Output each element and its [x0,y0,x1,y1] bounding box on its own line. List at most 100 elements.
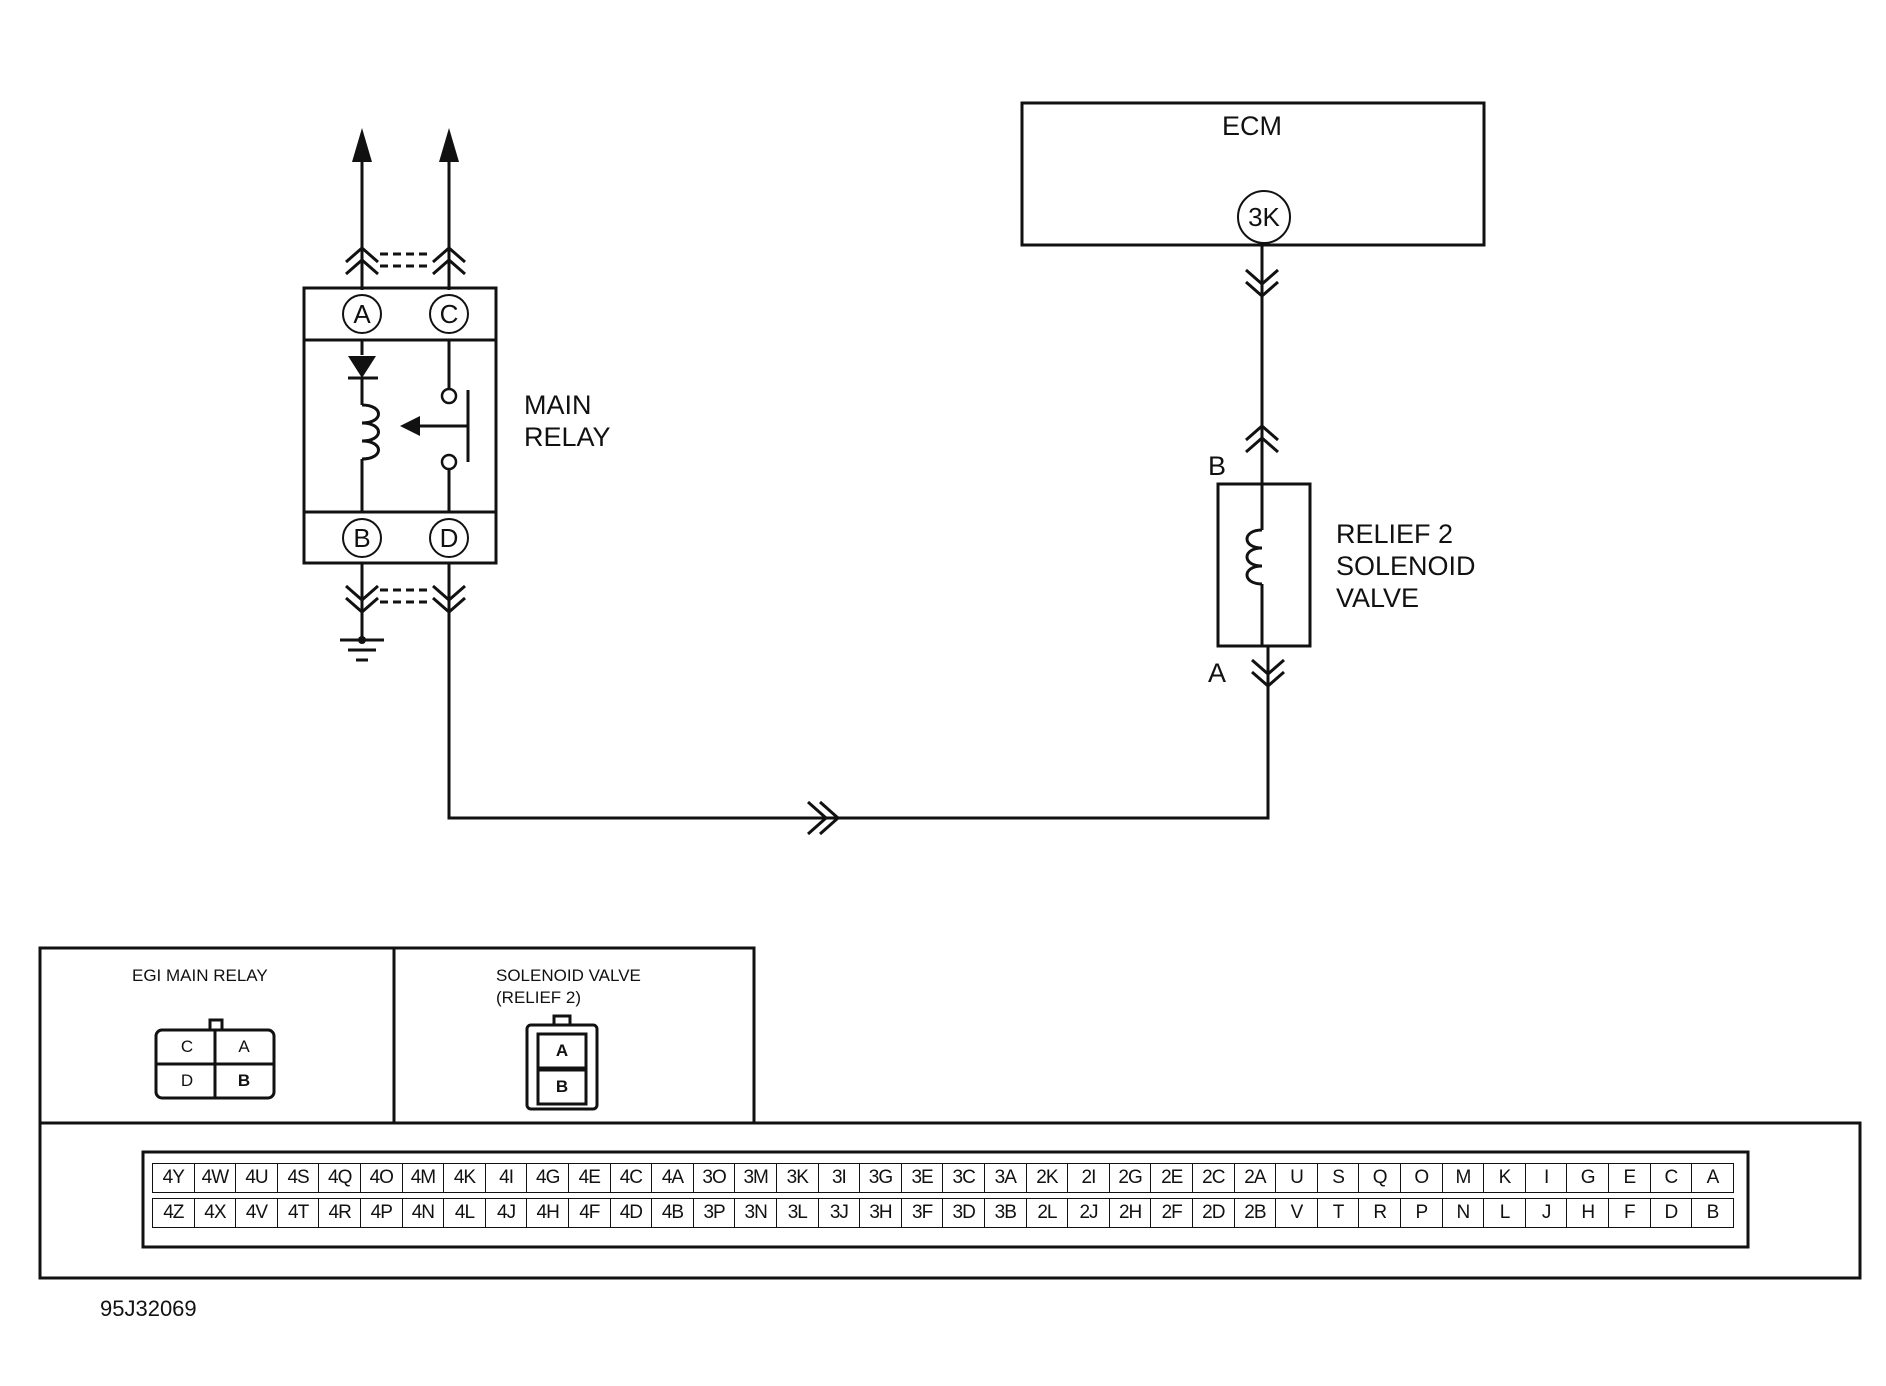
relay-armature-arrow [400,416,420,436]
solenoid-connector-title-2: (RELIEF 2) [496,988,582,1007]
ecm-terminal-v: V [1275,1198,1318,1228]
relay-pin-b: B [342,518,382,558]
ecm-terminal-3m: 3M [734,1163,777,1193]
ecm-terminal-2l: 2L [1025,1198,1069,1228]
ecm-terminal-2c: 2C [1192,1163,1235,1193]
relay-pin-d: D [429,518,469,558]
ecm-terminal-2a: 2A [1233,1163,1277,1193]
ecm-terminal-u: U [1275,1163,1318,1193]
main-relay-label-1: MAIN [524,390,592,420]
ecm-terminal-l: L [1483,1198,1526,1228]
ecm-terminal-m: M [1441,1163,1485,1193]
ecm-terminal-3i: 3I [817,1163,861,1193]
egi-main-relay-title: EGI MAIN RELAY [132,966,268,985]
ecm-terminal-4t: 4T [276,1198,320,1228]
ecm-terminal-s: S [1316,1163,1360,1193]
ecm-terminal-3o: 3O [692,1163,736,1193]
ecm-terminal-d: D [1649,1198,1693,1228]
ecm-terminal-j: J [1524,1198,1568,1228]
solenoid-cell-b: B [555,1077,569,1096]
ecm-terminal-3l: 3L [776,1198,819,1228]
ecm-terminal-4f: 4F [568,1198,611,1228]
ecm-terminal-h: H [1566,1198,1609,1228]
solenoid-coil [1245,528,1263,586]
ecm-terminal-4p: 4P [360,1198,403,1228]
ecm-terminal-c: C [1649,1163,1693,1193]
ecm-terminal-q: Q [1358,1163,1401,1193]
ecm-terminal-p: P [1400,1198,1443,1228]
ecm-terminal-2d: 2D [1192,1198,1235,1228]
ecm-terminal-4a: 4A [651,1163,694,1193]
main-relay-label-2: RELAY [524,422,611,452]
ecm-terminal-3d: 3D [942,1198,985,1228]
ecm-terminal-4i: 4I [484,1163,528,1193]
relay-pin-c: C [429,294,469,334]
ecm-terminal-4w: 4W [193,1163,237,1193]
ecm-connector-frame [38,1121,1862,1280]
ecm-terminal-4m: 4M [401,1163,445,1193]
ecm-terminal-o: O [1400,1163,1443,1193]
ecm-terminal-3f: 3F [900,1198,944,1228]
ecm-terminal-2b: 2B [1233,1198,1277,1228]
relay-coil [361,403,380,461]
ecm-terminal-4x: 4X [193,1198,237,1228]
egi-cell-c: C [180,1037,194,1056]
ecm-box [1020,101,1486,247]
ecm-terminal-4g: 4G [526,1163,569,1193]
ecm-terminal-4q: 4Q [318,1163,361,1193]
ecm-terminal-4z: 4Z [152,1198,195,1228]
ecm-terminal-2h: 2H [1108,1198,1152,1228]
wire-relay-d-to-solenoid [447,563,1270,820]
ecm-terminal-2g: 2G [1108,1163,1152,1193]
ecm-terminal-4s: 4S [276,1163,320,1193]
ecm-label: ECM [1222,111,1282,141]
ecm-terminal-4c: 4C [609,1163,653,1193]
relay-pin-a: A [342,294,382,334]
ecm-terminal-4u: 4U [235,1163,278,1193]
solenoid-terminal-b: B [1208,451,1227,481]
ecm-terminal-3j: 3J [817,1198,861,1228]
ecm-terminal-3a: 3A [984,1163,1027,1193]
ecm-terminal-4b: 4B [651,1198,694,1228]
ecm-terminal-2j: 2J [1067,1198,1110,1228]
egi-cell-b: B [237,1071,251,1090]
ecm-connector-outline [141,1150,1750,1249]
solenoid-label-1: RELIEF 2 [1336,519,1454,549]
relay-diode [348,356,376,378]
main-relay-box [302,286,498,565]
ecm-terminal-3h: 3H [859,1198,902,1228]
ecm-terminal-4h: 4H [526,1198,569,1228]
ecm-terminal-3k: 3K [776,1163,819,1193]
ecm-terminal-k: K [1483,1163,1526,1193]
solenoid-label-2: SOLENOID [1336,551,1476,581]
ecm-terminal-3b: 3B [984,1198,1027,1228]
ecm-pin-3k: 3K [1237,190,1291,244]
ecm-terminal-2k: 2K [1025,1163,1069,1193]
arrow-up-a [352,128,372,162]
ecm-terminal-i: I [1524,1163,1568,1193]
solenoid-connector-title-1: SOLENOID VALVE [496,966,641,985]
ecm-terminal-4j: 4J [484,1198,528,1228]
solenoid-cell-a: A [555,1041,569,1060]
ecm-terminal-3e: 3E [900,1163,944,1193]
ecm-terminal-f: F [1608,1198,1651,1228]
ecm-terminal-4d: 4D [609,1198,653,1228]
solenoid-terminal-a: A [1208,658,1227,688]
ecm-terminal-4o: 4O [360,1163,403,1193]
egi-cell-d: D [180,1071,194,1090]
ecm-terminal-2i: 2I [1067,1163,1110,1193]
solenoid-box [1216,482,1312,648]
ecm-terminal-4y: 4Y [152,1163,195,1193]
ecm-terminal-3c: 3C [942,1163,985,1193]
ecm-terminal-g: G [1566,1163,1609,1193]
ecm-terminal-2e: 2E [1150,1163,1193,1193]
ecm-terminal-2f: 2F [1150,1198,1193,1228]
ecm-terminal-b: B [1691,1198,1734,1228]
ecm-terminal-4n: 4N [401,1198,445,1228]
ecm-terminal-4l: 4L [443,1198,486,1228]
ecm-terminal-t: T [1316,1198,1360,1228]
ecm-terminal-4k: 4K [443,1163,486,1193]
ecm-terminal-4e: 4E [568,1163,611,1193]
